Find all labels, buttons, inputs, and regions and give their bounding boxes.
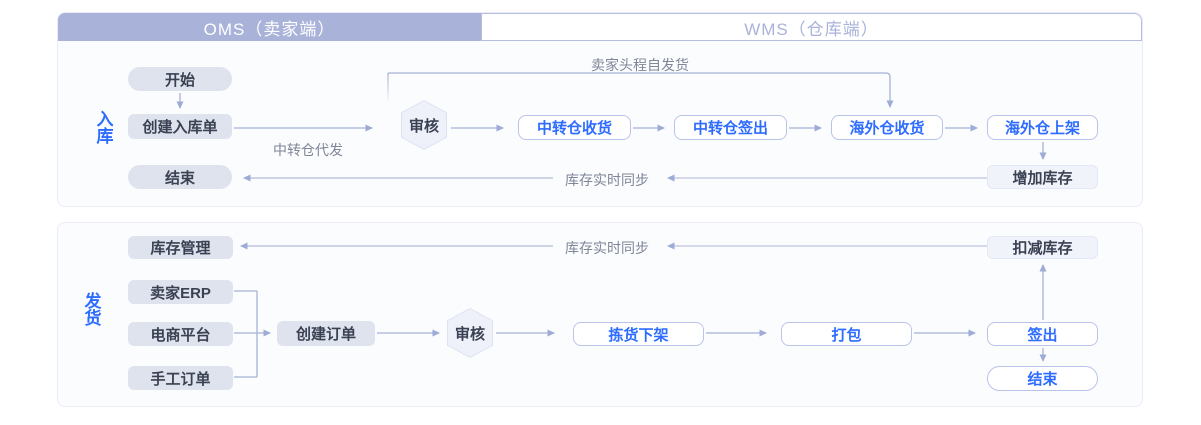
- node-audit-inbound-label: 审核: [408, 117, 439, 135]
- node-manual-order: 手工订单: [128, 366, 233, 390]
- node-audit-inbound: 审核: [401, 100, 447, 150]
- node-audit-outbound: 审核: [447, 308, 493, 358]
- node-end-outbound: 结束: [987, 366, 1098, 391]
- hexagon-shape-inner: [448, 309, 492, 357]
- node-overseas-shelve: 海外仓上架: [987, 115, 1098, 140]
- oms-header: OMS（卖家端）: [58, 13, 481, 41]
- node-deduct-stock: 扣减库存: [987, 236, 1098, 259]
- node-ecommerce-platform: 电商平台: [128, 322, 233, 346]
- node-create-order: 创建订单: [277, 321, 375, 346]
- edge-label-sync-inbound: 库存实时同步: [558, 170, 656, 190]
- edge-label-transit-dropship: 中转仓代发: [273, 142, 343, 158]
- node-inventory-management: 库存管理: [128, 236, 233, 259]
- section-label-outbound: 发货: [84, 292, 102, 328]
- edge-label-seller-self-delivery: 卖家头程自发货: [591, 57, 689, 73]
- edge-label-sync-outbound: 库存实时同步: [558, 238, 656, 258]
- node-overseas-receive: 海外仓收货: [831, 115, 943, 140]
- node-transit-checkout: 中转仓签出: [674, 115, 787, 140]
- section-label-inbound: 入库: [96, 110, 114, 146]
- node-pack: 打包: [781, 322, 912, 346]
- node-checkout: 签出: [987, 322, 1098, 346]
- hexagon-shape-inner: [402, 101, 446, 149]
- node-add-stock: 增加库存: [987, 165, 1098, 189]
- wms-header: WMS（仓库端）: [481, 13, 1142, 41]
- node-audit-outbound-label: 审核: [454, 325, 485, 343]
- node-transit-receive: 中转仓收货: [518, 115, 631, 140]
- node-pick-off-shelf: 拣货下架: [573, 322, 704, 346]
- node-start: 开始: [128, 67, 232, 91]
- node-create-inbound-order: 创建入库单: [128, 114, 232, 139]
- panel-header: OMS（卖家端） WMS（仓库端）: [58, 13, 1142, 41]
- node-seller-erp: 卖家ERP: [128, 280, 233, 304]
- node-end-inbound: 结束: [128, 165, 232, 189]
